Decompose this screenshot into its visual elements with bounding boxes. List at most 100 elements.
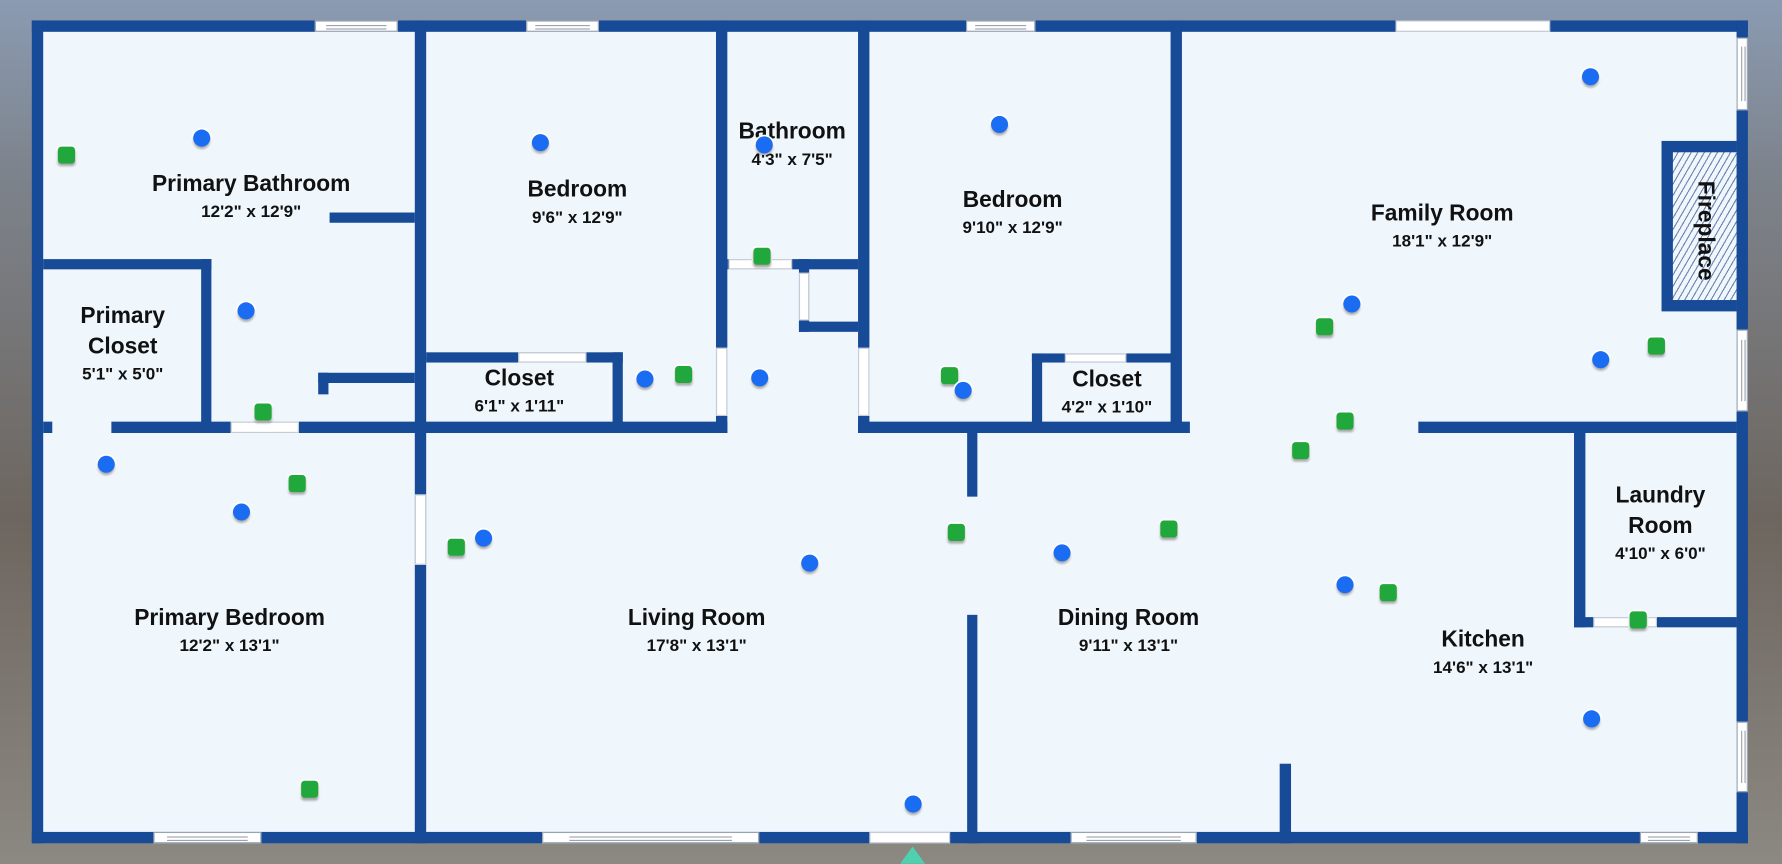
fireplace-label: Fireplace bbox=[1692, 180, 1718, 281]
square-marker-icon[interactable] bbox=[1160, 520, 1178, 538]
window bbox=[153, 831, 262, 844]
room-name: Dining Room bbox=[1057, 605, 1200, 631]
wall bbox=[612, 352, 623, 423]
room-dimensions: 4'10" x 6'0" bbox=[1615, 544, 1706, 564]
room-name: Bedroom bbox=[962, 187, 1063, 213]
room-dimensions: 12'2" x 12'9" bbox=[201, 202, 302, 222]
wall bbox=[43, 259, 212, 270]
wall bbox=[858, 20, 870, 433]
wall bbox=[318, 372, 329, 395]
room-dimensions: 6'1" x 1'11" bbox=[474, 396, 565, 416]
square-marker-icon[interactable] bbox=[447, 538, 465, 556]
room-label: Closet 6'1" x 1'11" bbox=[475, 364, 565, 419]
triangle-entry-icon[interactable] bbox=[900, 846, 926, 864]
circle-marker-icon[interactable] bbox=[97, 455, 115, 473]
door-opening bbox=[1593, 617, 1657, 628]
square-marker-icon[interactable] bbox=[1647, 337, 1665, 355]
square-marker-icon[interactable] bbox=[1379, 584, 1397, 602]
wall bbox=[715, 20, 728, 433]
window bbox=[314, 20, 398, 32]
circle-marker-icon[interactable] bbox=[193, 129, 211, 147]
door-opening bbox=[1064, 353, 1127, 363]
window bbox=[1736, 329, 1748, 412]
window bbox=[1070, 831, 1197, 844]
wall bbox=[329, 212, 415, 223]
circle-marker-icon[interactable] bbox=[1053, 544, 1071, 562]
circle-marker-icon[interactable] bbox=[531, 134, 549, 152]
window bbox=[1639, 831, 1698, 844]
wall bbox=[318, 372, 415, 383]
square-marker-icon[interactable] bbox=[675, 365, 693, 383]
circle-marker-icon[interactable] bbox=[991, 115, 1009, 133]
circle-marker-icon[interactable] bbox=[801, 554, 819, 572]
wall bbox=[31, 20, 44, 844]
wall bbox=[967, 614, 978, 844]
room-name: Laundry Room bbox=[1615, 483, 1706, 539]
room-name: Kitchen bbox=[1441, 627, 1525, 653]
room-name: Closet bbox=[484, 365, 555, 391]
square-marker-icon[interactable] bbox=[288, 475, 306, 493]
wall bbox=[1418, 421, 1737, 433]
room-label: Kitchen 14'6" x 13'1" bbox=[1433, 625, 1533, 680]
circle-marker-icon[interactable] bbox=[636, 370, 654, 388]
room-dimensions: 18'1" x 12'9" bbox=[1392, 231, 1493, 252]
circle-marker-icon[interactable] bbox=[954, 381, 972, 399]
circle-marker-icon[interactable] bbox=[232, 503, 251, 521]
room-dimensions: 4'3" x 7'5" bbox=[751, 150, 833, 170]
window bbox=[542, 831, 760, 844]
room-name: Bathroom bbox=[738, 119, 846, 145]
door-opening bbox=[518, 352, 587, 363]
circle-marker-icon[interactable] bbox=[1343, 295, 1361, 313]
square-marker-icon[interactable] bbox=[1316, 318, 1334, 336]
room-label: Bedroom 9'10" x 12'9" bbox=[963, 185, 1063, 240]
square-marker-icon[interactable] bbox=[57, 146, 76, 164]
square-marker-icon[interactable] bbox=[301, 780, 319, 798]
wall bbox=[1736, 20, 1748, 844]
circle-marker-icon[interactable] bbox=[237, 302, 255, 320]
door-opening bbox=[715, 347, 728, 416]
square-marker-icon[interactable] bbox=[254, 403, 272, 421]
wall bbox=[967, 432, 978, 497]
room-name: Closet bbox=[1072, 367, 1142, 393]
circle-marker-icon[interactable] bbox=[755, 136, 773, 154]
room-name: Primary Bedroom bbox=[134, 605, 325, 631]
circle-marker-icon[interactable] bbox=[751, 369, 769, 387]
square-marker-icon[interactable] bbox=[1292, 442, 1310, 460]
wall bbox=[201, 259, 212, 423]
circle-marker-icon[interactable] bbox=[475, 529, 493, 547]
square-marker-icon[interactable] bbox=[1629, 611, 1647, 629]
wall bbox=[858, 421, 1190, 433]
circle-marker-icon[interactable] bbox=[1581, 68, 1600, 86]
door-opening bbox=[230, 421, 299, 433]
circle-marker-icon[interactable] bbox=[1336, 576, 1354, 594]
door-opening bbox=[798, 272, 810, 321]
room-name: Bedroom bbox=[527, 177, 628, 203]
circle-marker-icon[interactable] bbox=[1592, 351, 1610, 369]
room-dimensions: 14'6" x 13'1" bbox=[1433, 658, 1534, 678]
circle-marker-icon[interactable] bbox=[904, 795, 922, 813]
room-label: Laundry Room 4'10" x 6'0" bbox=[1598, 481, 1723, 566]
door-opening bbox=[869, 831, 951, 844]
room-dimensions: 9'10" x 12'9" bbox=[962, 218, 1063, 238]
window bbox=[526, 20, 599, 32]
room-name: Living Room bbox=[627, 605, 766, 631]
square-marker-icon[interactable] bbox=[941, 367, 959, 385]
wall bbox=[111, 421, 728, 433]
room-dimensions: 9'11" x 13'1" bbox=[1078, 636, 1179, 656]
room-dimensions: 5'1" x 5'0" bbox=[82, 364, 164, 385]
wall bbox=[727, 259, 859, 270]
square-marker-icon[interactable] bbox=[753, 247, 771, 265]
wall bbox=[1031, 353, 1043, 423]
square-marker-icon[interactable] bbox=[947, 523, 965, 541]
wall bbox=[1170, 20, 1182, 433]
square-marker-icon[interactable] bbox=[1336, 412, 1354, 430]
room-label: Bathroom 4'3" x 7'5" bbox=[738, 117, 845, 172]
door-opening bbox=[1395, 20, 1551, 32]
circle-marker-icon[interactable] bbox=[1583, 710, 1601, 728]
